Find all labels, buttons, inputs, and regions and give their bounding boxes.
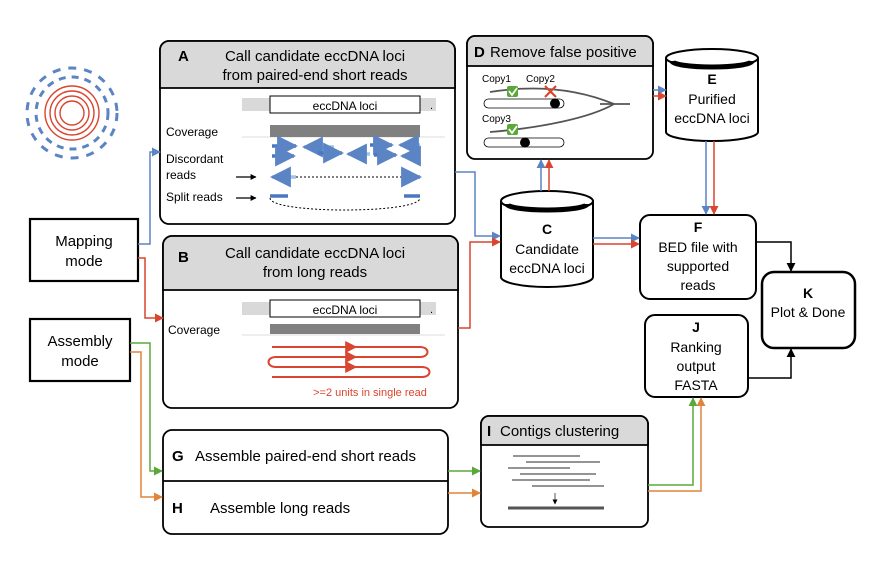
- cross-icon-copy2: [544, 85, 557, 98]
- connectors: [130, 85, 796, 502]
- assembly-box: G Assemble paired-end short reads H Asse…: [162, 429, 449, 535]
- panel-e-line2: eccDNA loci: [674, 110, 749, 126]
- panel-f-letter: F: [694, 219, 703, 235]
- panel-a-dot: .: [430, 100, 433, 112]
- assembly-mode-line1: Assembly: [47, 333, 113, 350]
- assembly-mode-box: Assembly mode: [28, 317, 132, 383]
- panel-b: B Call candidate eccDNA loci from long r…: [162, 235, 459, 409]
- panel-d-title: Remove false positive: [490, 44, 637, 61]
- ranking-output-box: J Ranking output FASTA: [644, 314, 749, 398]
- panel-b-coverage-track: [270, 324, 420, 334]
- panel-c-line1: Candidate: [515, 241, 579, 257]
- panel-d-letter: D: [474, 44, 485, 61]
- panel-a: A Call candidate eccDNA loci from paired…: [159, 40, 456, 225]
- panel-k-letter: K: [803, 285, 813, 301]
- panel-b-coverage-label: Coverage: [168, 323, 220, 337]
- check-icon-copy1: [507, 86, 518, 97]
- panel-f-line1: BED file with: [658, 239, 737, 255]
- panel-b-long-read: [267, 341, 431, 378]
- eccdna-circle-icon: [25, 66, 119, 160]
- panel-a-split-read: [269, 194, 421, 211]
- candidate-loci-cylinder: C Candidate eccDNA loci: [500, 190, 594, 288]
- bed-file-box: F BED file with supported reads: [639, 214, 757, 300]
- panel-b-letter: B: [178, 249, 189, 266]
- panel-a-coverage-label: Coverage: [166, 125, 218, 139]
- panel-e-letter: E: [707, 71, 716, 87]
- panel-f-line2: supported: [667, 258, 729, 274]
- panel-b-locus-label: eccDNA loci: [313, 303, 378, 317]
- panel-a-letter: A: [178, 48, 189, 65]
- panel-j-line1: Ranking: [670, 339, 721, 355]
- panel-a-discordant-reads: [272, 134, 421, 167]
- panel-j-line2: output: [677, 358, 716, 374]
- panel-a-locus-label: eccDNA loci: [313, 99, 378, 113]
- panel-d-copy1: Copy1: [482, 74, 511, 85]
- panel-i-letter: I: [487, 423, 491, 440]
- panel-a-split-reads-label: Split reads: [166, 190, 223, 204]
- panel-b-title-line2: from long reads: [263, 264, 367, 281]
- purified-loci-cylinder: E Purified eccDNA loci: [665, 48, 759, 142]
- check-icon-copy3: [507, 124, 518, 135]
- panel-h-letter: H: [172, 500, 183, 517]
- mapping-mode-line2: mode: [65, 253, 103, 270]
- contig-lines: [508, 455, 604, 487]
- panel-g-label: Assemble paired-end short reads: [195, 448, 416, 465]
- panel-i-title: Contigs clustering: [500, 423, 619, 440]
- panel-h-label: Assemble long reads: [210, 500, 350, 517]
- panel-g-letter: G: [172, 448, 184, 465]
- plot-done-box: K Plot & Done: [760, 270, 857, 350]
- panel-a-locus-box: [269, 95, 421, 114]
- panel-a-discordant-line2: reads: [166, 168, 196, 182]
- panel-a-title-line1: Call candidate eccDNA loci: [225, 48, 405, 65]
- panel-b-units-note: >=2 units in single read: [313, 387, 427, 399]
- panel-f-line3: reads: [680, 277, 715, 293]
- panel-b-dot: .: [430, 304, 433, 316]
- panel-b-title-line1: Call candidate eccDNA loci: [225, 245, 405, 262]
- mapping-mode-box: Mapping mode: [28, 217, 140, 283]
- assembly-mode-line2: mode: [61, 353, 99, 370]
- panel-a-title-line2: from paired-end short reads: [222, 67, 407, 84]
- panel-k-label: Plot & Done: [771, 304, 846, 320]
- panel-e-line1: Purified: [688, 91, 735, 107]
- panel-j-line3: FASTA: [674, 377, 718, 393]
- panel-d: D Remove false positive Copy1 Copy2 Copy…: [466, 35, 654, 160]
- panel-d-copy2: Copy2: [526, 74, 555, 85]
- panel-a-discordant-line1: Discordant: [166, 152, 224, 166]
- panel-c-line2: eccDNA loci: [509, 260, 584, 276]
- panel-d-copy3: Copy3: [482, 114, 511, 125]
- panel-j-letter: J: [692, 319, 700, 335]
- panel-a-coverage-track: [270, 125, 420, 137]
- panel-i: I Contigs clustering: [480, 415, 649, 528]
- mapping-mode-line1: Mapping: [55, 233, 113, 250]
- panel-b-locus-box: [269, 299, 421, 318]
- panel-c-letter: C: [542, 221, 552, 237]
